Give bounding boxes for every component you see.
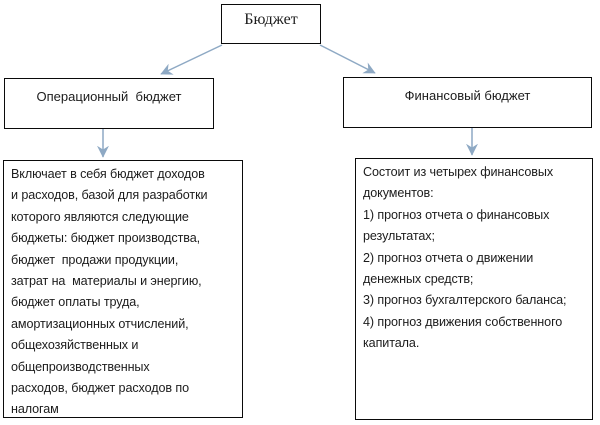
- connector-root-to-operational: [160, 44, 223, 75]
- root-box-budget: Бюджет: [221, 4, 321, 44]
- description-box-financial: Состоит из четырех финансовых документов…: [355, 158, 593, 420]
- description-line: которого являются следующие: [11, 209, 189, 224]
- description-line: 3) прогноз бухгалтерского баланса;: [363, 293, 567, 308]
- branch-box-operational-label: Операционный бюджет: [36, 89, 182, 104]
- branch-box-operational: Операционный бюджет: [4, 78, 214, 129]
- description-line: налогам: [11, 402, 59, 417]
- connector-root-to-financial: [319, 44, 376, 74]
- branch-box-financial: Финансовый бюджет: [343, 77, 592, 128]
- branch-box-financial-label: Финансовый бюджет: [404, 88, 531, 103]
- description-line: Включает в себя бюджет доходов: [11, 167, 205, 181]
- description-line: результатах;: [363, 229, 435, 244]
- description-box-operational: Включает в себя бюджет доходов и расходо…: [3, 160, 243, 418]
- description-line: затрат на материалы и энергию,: [11, 274, 202, 289]
- description-line: амортизационных отчислений,: [11, 316, 189, 331]
- description-line: 2) прогноз отчета о движении: [363, 250, 534, 265]
- root-box-label: Бюджет: [244, 11, 298, 28]
- description-line: бюджет оплаты труда,: [11, 295, 140, 310]
- description-line: общехозяйственных и: [11, 338, 139, 353]
- description-line: 4) прогноз движения собственного: [363, 314, 563, 329]
- description-line: общепроизводственных: [11, 359, 150, 374]
- description-line: бюджет продажи продукции,: [11, 252, 179, 267]
- description-line: документов:: [363, 186, 434, 201]
- description-line: денежных средств;: [363, 272, 474, 287]
- description-line: 1) прогноз отчета о финансовых: [363, 207, 550, 222]
- description-line: расходов, бюджет расходов по: [11, 381, 189, 396]
- description-line: Состоит из четырех финансовых: [363, 165, 554, 179]
- description-line: капитала.: [363, 336, 420, 351]
- description-line: и расходов, базой для разработки: [11, 188, 208, 203]
- description-line: бюджеты: бюджет производства,: [11, 231, 201, 246]
